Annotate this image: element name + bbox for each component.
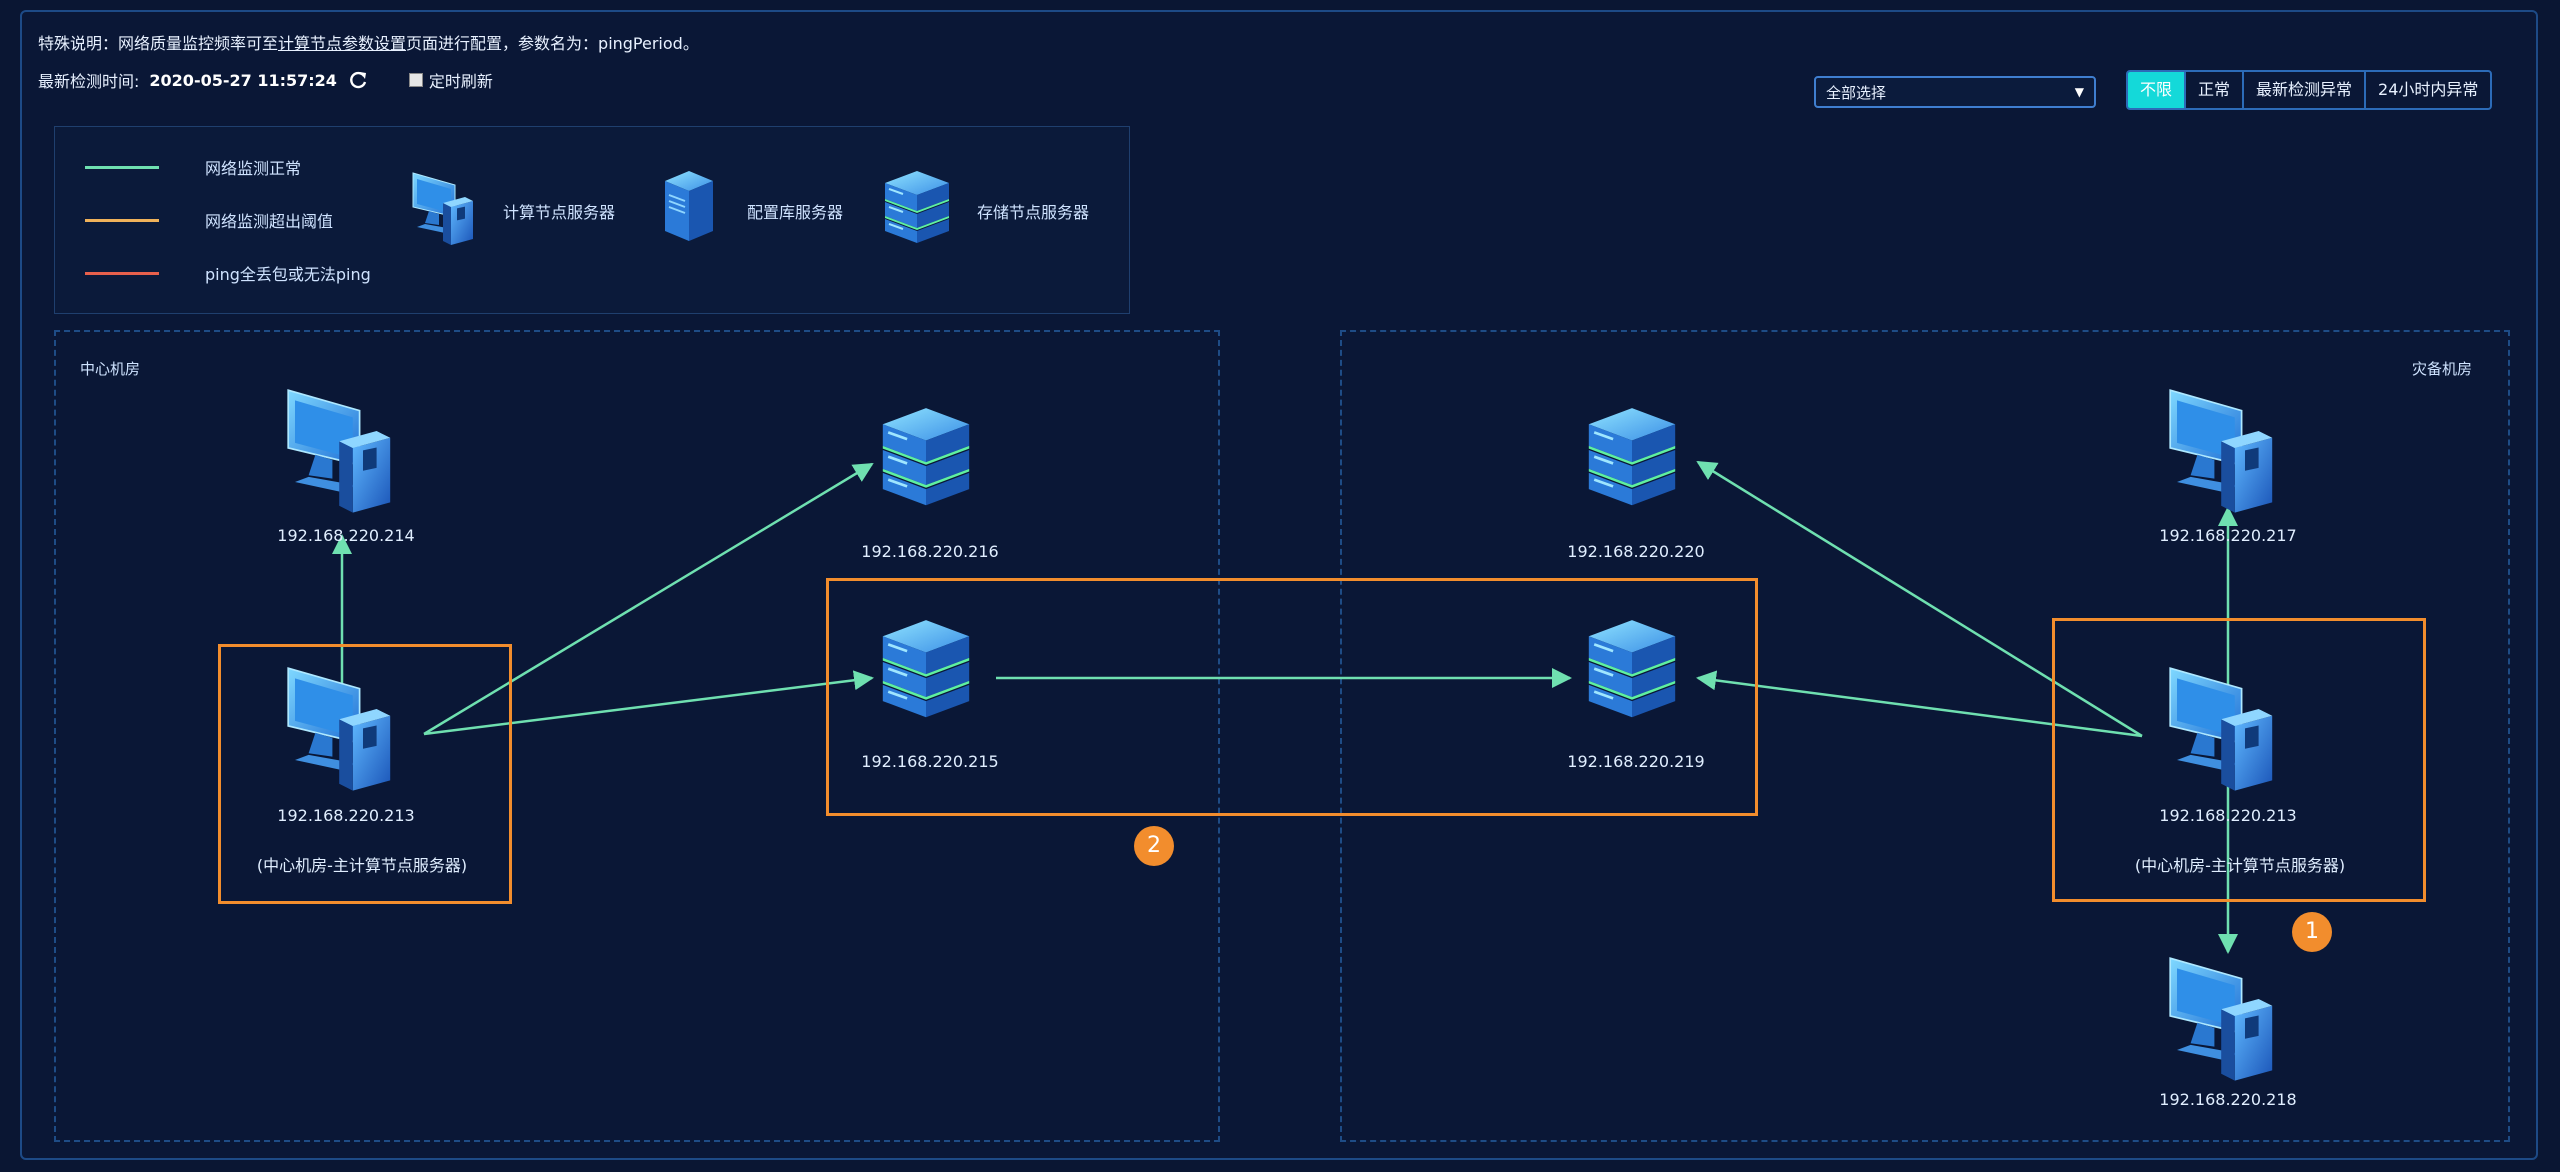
computer-icon: [407, 167, 487, 247]
detect-label: 最新检测时间:: [38, 72, 140, 91]
highlight-box-center-main: [218, 644, 512, 904]
node-ip-218: 192.168.220.218: [2159, 1090, 2297, 1109]
node-ip-215: 192.168.220.215: [861, 752, 999, 771]
detect-row: 最新检测时间: 2020-05-27 11:57:24 定时刷新: [38, 68, 493, 92]
legend-storage-label: 存储节点服务器: [977, 203, 1090, 222]
computer-icon[interactable]: [2160, 948, 2296, 1084]
detect-time: 2020-05-27 11:57:24: [149, 70, 337, 90]
refresh-icon[interactable]: [347, 69, 369, 91]
center-zone-title: 中心机房: [80, 360, 141, 378]
highlight-box-backup-main: [2052, 618, 2426, 902]
legend-compute-label: 计算节点服务器: [503, 203, 616, 222]
node-ip-213: 192.168.220.213: [277, 806, 415, 825]
legend-config-label: 配置库服务器: [747, 203, 844, 222]
notice-text: 特殊说明：网络质量监控频率可至计算节点参数设置页面进行配置，参数名为：pingP…: [38, 30, 699, 54]
filter-24h-abnormal-button[interactable]: 24小时内异常: [2364, 72, 2490, 108]
server-select[interactable]: 全部选择 ▼: [1814, 76, 2096, 108]
legend-threshold-label: 网络监测超出阈值: [205, 212, 334, 231]
backup-zone: [1340, 330, 2510, 1142]
filter-all-button[interactable]: 不限: [2128, 72, 2185, 108]
node-ip-220: 192.168.220.220: [1567, 542, 1705, 561]
legend-line-ping-fail: [85, 272, 159, 275]
legend-line-threshold: [85, 219, 159, 222]
auto-refresh-toggle[interactable]: 定时刷新: [408, 68, 493, 92]
legend-normal-label: 网络监测正常: [205, 159, 302, 178]
storage-server-icon[interactable]: [1578, 606, 1686, 726]
auto-refresh-checkbox[interactable]: [408, 73, 423, 87]
computer-icon[interactable]: [2160, 380, 2296, 516]
auto-refresh-label: 定时刷新: [428, 72, 493, 91]
node-ip-216: 192.168.220.216: [861, 542, 999, 561]
tower-server-icon: [649, 165, 729, 245]
status-filter-group: 不限 正常 最新检测异常 24小时内异常: [2126, 70, 2493, 110]
node-sub-213: (中心机房-主计算节点服务器): [256, 856, 468, 875]
notice-suffix: 页面进行配置，参数名为：pingPeriod。: [406, 34, 699, 53]
notice-prefix: 特殊说明：网络质量监控频率可至: [38, 34, 279, 53]
badge-one: 1: [2292, 912, 2332, 952]
computer-icon[interactable]: [278, 658, 414, 794]
backup-zone-title: 灾备机房: [2412, 360, 2473, 378]
storage-server-icon[interactable]: [1578, 394, 1686, 514]
node-sub-b213: (中心机房-主计算节点服务器): [2134, 856, 2346, 875]
node-ip-214: 192.168.220.214: [277, 526, 415, 545]
legend-line-normal: [85, 166, 159, 169]
node-ip-217: 192.168.220.217: [2159, 526, 2297, 545]
computer-icon[interactable]: [278, 380, 414, 516]
compute-node-settings-link[interactable]: 计算节点参数设置: [278, 34, 407, 53]
computer-icon[interactable]: [2160, 658, 2296, 794]
storage-server-icon[interactable]: [872, 606, 980, 726]
badge-two: 2: [1134, 826, 1174, 866]
legend-panel: 网络监测正常 网络监测超出阈值 ping全丢包或无法ping 计算节点服务器 配…: [54, 126, 1130, 314]
server-select-value: 全部选择: [1826, 83, 1887, 102]
highlight-box-storage: [826, 578, 1758, 816]
node-ip-b213: 192.168.220.213: [2159, 806, 2297, 825]
storage-server-icon: [877, 165, 957, 245]
storage-server-icon[interactable]: [872, 394, 980, 514]
filter-normal-button[interactable]: 正常: [2184, 72, 2242, 108]
caret-down-icon: ▼: [2074, 85, 2084, 99]
center-zone: [54, 330, 1220, 1142]
legend-ping-fail-label: ping全丢包或无法ping: [205, 265, 371, 284]
filter-latest-abnormal-button[interactable]: 最新检测异常: [2242, 72, 2364, 108]
node-ip-219: 192.168.220.219: [1567, 752, 1705, 771]
